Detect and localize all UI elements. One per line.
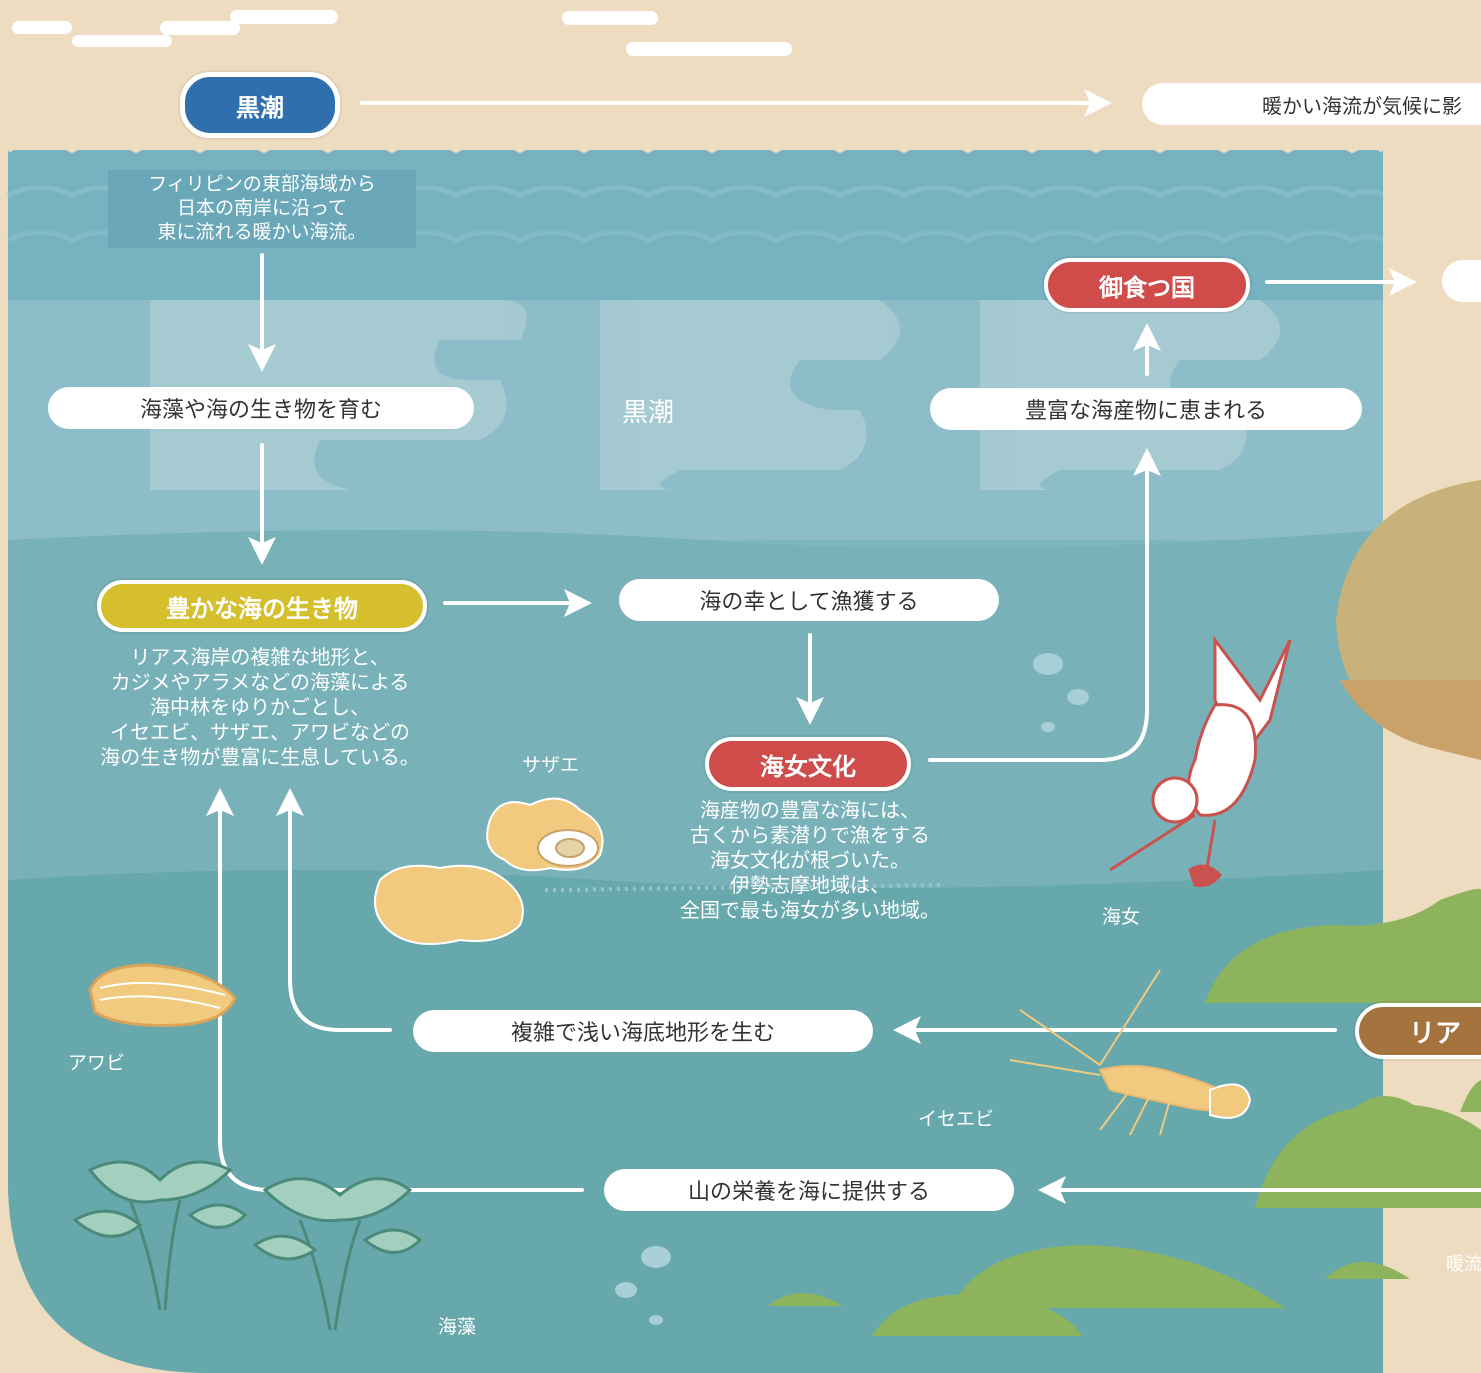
miketsukuni-tag: 御食つ国 [1044,258,1250,312]
cloud [12,21,72,34]
cloud [230,10,338,24]
cloud [160,21,240,35]
ama-culture-tag: 海女文化 [705,737,911,791]
awabi-label: アワビ [68,1052,126,1074]
seaweed-label: 海藻 [438,1316,477,1338]
arrow-seabed-to-rich-life [276,788,392,1032]
sazae-label: サザエ [522,754,580,776]
ama-culture-description: 海産物の豊富な海には、 古くから素潜りで漁をする 海女文化が根づいた。 伊勢志摩… [680,798,940,922]
iseebi-label: イセエビ [918,1108,995,1130]
green-hills [768,888,1481,1336]
seabed-node: 複雑で浅い海底地形を生む [413,1010,873,1052]
rich-life-tag: 豊かな海の生き物 [97,580,427,632]
sazae-shell-icon [374,797,604,945]
fishing-node: 海の幸として漁獲する [619,579,999,621]
ama-label: 海女 [1102,906,1141,928]
kuroshio-description: フィリピンの東部海域から 日本の南岸に沿って 東に流れる暖かい海流。 [108,170,416,248]
awabi-shell-icon [88,963,237,1027]
rias-tag: リア [1355,1003,1481,1059]
nurture-node: 海藻や海の生き物を育む [48,387,474,429]
seaweed-icon [72,1160,423,1331]
ama-diver-icon [1109,635,1292,887]
climate-note-pill: 暖かい海流が気候に影 [1142,83,1481,125]
blessed-node: 豊富な海産物に恵まれる [930,388,1362,430]
bubbles [615,653,1089,1325]
cloud [626,42,792,56]
cloud [562,11,658,25]
cloud [72,35,172,47]
kuroshio-tag: 黒潮 [180,72,340,138]
iseebi-lobster-icon [1009,969,1252,1136]
arrow-to-blessed [928,448,1161,762]
rich-life-description: リアス海岸の複雑な地形と、 カジメやアラメなどの海藻による 海中林をゆりかごとし… [100,645,420,769]
mountain-node: 山の栄養を海に提供する [604,1169,1014,1211]
kuroshio-watermark-label: 黒潮 [622,398,675,428]
right-note-label: 暖流 [1446,1254,1481,1275]
right-edge-pill [1442,260,1481,302]
